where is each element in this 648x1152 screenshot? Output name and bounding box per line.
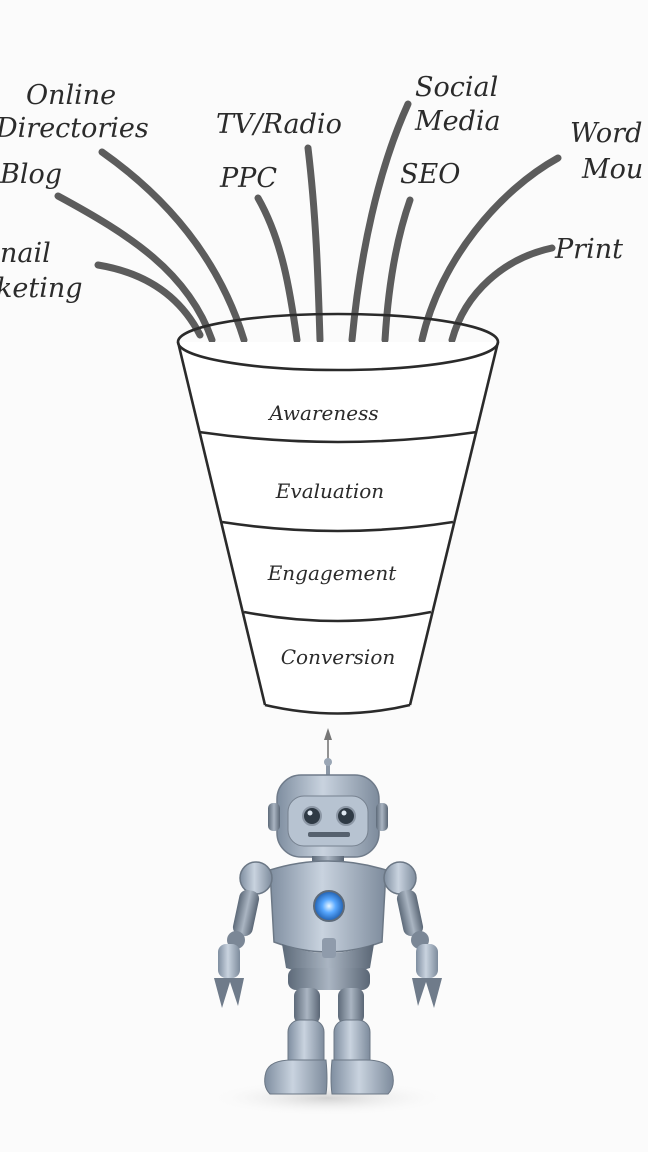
robot-icon bbox=[208, 758, 448, 1116]
connector-tv-radio bbox=[304, 144, 324, 344]
connector-social-media bbox=[348, 100, 412, 344]
label-print: Print bbox=[554, 234, 623, 265]
source-labels: Online Directories Blog nail keting TV/R… bbox=[0, 72, 648, 304]
label-tv-radio: TV/Radio bbox=[216, 109, 342, 140]
label-seo: SEO bbox=[400, 159, 460, 190]
funnel-bottom bbox=[264, 703, 411, 715]
label-online-directories: Online Directories bbox=[0, 80, 149, 144]
connector-online-directories bbox=[98, 148, 248, 344]
stage-evaluation: Evaluation bbox=[275, 479, 384, 503]
funnel-divider-1 bbox=[198, 430, 478, 444]
stage-awareness: Awareness bbox=[267, 401, 378, 425]
funnel-divider-3 bbox=[243, 610, 432, 623]
connector-email-marketing bbox=[94, 261, 204, 339]
funnel: Awareness Evaluation Engagement Conversi… bbox=[176, 312, 500, 715]
connector-seo bbox=[381, 196, 414, 344]
stage-engagement: Engagement bbox=[267, 561, 398, 585]
label-blog: Blog bbox=[0, 159, 62, 190]
label-social-media: Social Media bbox=[414, 72, 507, 137]
label-ppc: PPC bbox=[219, 163, 277, 194]
connector-word-of-mouth bbox=[418, 154, 562, 344]
funnel-left-wall bbox=[176, 341, 267, 706]
stage-conversion: Conversion bbox=[281, 645, 396, 669]
label-word-of-mouth: Word Mou bbox=[570, 118, 648, 185]
connector-ppc bbox=[254, 194, 301, 344]
funnel-right-wall bbox=[408, 341, 500, 706]
connector-blog bbox=[54, 192, 216, 344]
source-connectors bbox=[54, 100, 562, 344]
label-email-marketing: nail keting bbox=[0, 238, 83, 304]
funnel-divider-2 bbox=[221, 520, 454, 533]
